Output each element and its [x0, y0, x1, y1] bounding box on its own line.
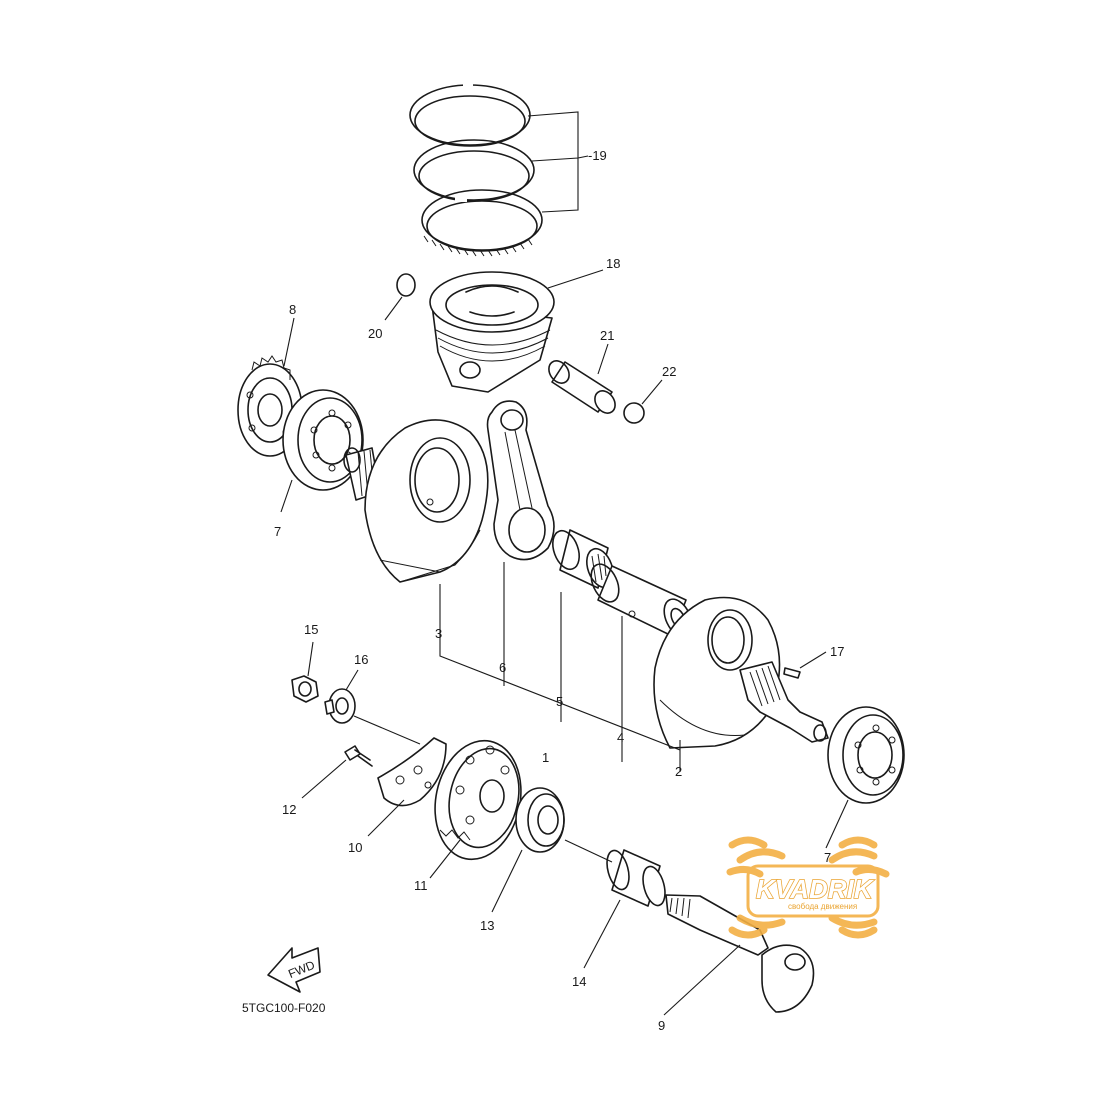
circlip-left	[396, 273, 416, 297]
callout-4: 4	[617, 730, 624, 745]
callout-10: 10	[348, 840, 362, 855]
woodruff-key	[783, 667, 801, 679]
circlip-right	[623, 402, 645, 424]
connecting-rod	[486, 400, 555, 561]
bearing-small	[515, 787, 565, 853]
callout-16: 16	[354, 652, 368, 667]
bearing-right	[827, 706, 905, 804]
crank-right	[653, 596, 829, 749]
lock-washer	[324, 688, 356, 724]
screw	[344, 745, 373, 767]
leader-lines	[280, 111, 849, 1016]
piston	[429, 271, 555, 393]
callout-19: -19	[588, 148, 607, 163]
callout-21: 21	[600, 328, 614, 343]
kvadrik-watermark-logo: KVADRIK свобода движения	[726, 836, 890, 939]
callout-7-right: 7	[824, 850, 831, 865]
needle-bearing	[552, 529, 614, 589]
callout-14: 14	[572, 974, 586, 989]
tire-tread-icon	[726, 836, 890, 939]
callout-18: 18	[606, 256, 620, 271]
callout-8: 8	[289, 302, 296, 317]
callout-7-left: 7	[274, 524, 281, 539]
drawing-code: 5TGC100-F020	[242, 1001, 326, 1015]
watermark-brand: KVADRIK	[756, 874, 875, 904]
callout-13: 13	[480, 918, 494, 933]
bushing	[606, 849, 666, 907]
callout-17: 17	[830, 644, 844, 659]
callout-3: 3	[435, 626, 442, 641]
callout-9: 9	[658, 1018, 665, 1033]
callout-1: 1	[542, 750, 549, 765]
bearing-left	[282, 389, 364, 491]
callout-12: 12	[282, 802, 296, 817]
piston-rings	[409, 84, 543, 257]
callout-15: 15	[304, 622, 318, 637]
balancer-weight	[377, 737, 447, 807]
nut	[291, 675, 319, 703]
callout-2: 2	[675, 764, 682, 779]
callout-numbers: -19 18 20 21 22 8 7 3 6 5 1 4 2 17 7 15 …	[274, 148, 844, 1033]
callout-22: 22	[662, 364, 676, 379]
callout-6: 6	[499, 660, 506, 675]
balancer-shaft	[665, 894, 815, 1013]
callout-5: 5	[556, 694, 563, 709]
callout-20: 20	[368, 326, 382, 341]
piston-pin	[548, 360, 616, 414]
crank-left	[343, 419, 489, 583]
watermark-tagline: свобода движения	[788, 902, 857, 911]
fwd-arrow: FWD	[267, 947, 321, 993]
callout-11: 11	[414, 878, 428, 893]
